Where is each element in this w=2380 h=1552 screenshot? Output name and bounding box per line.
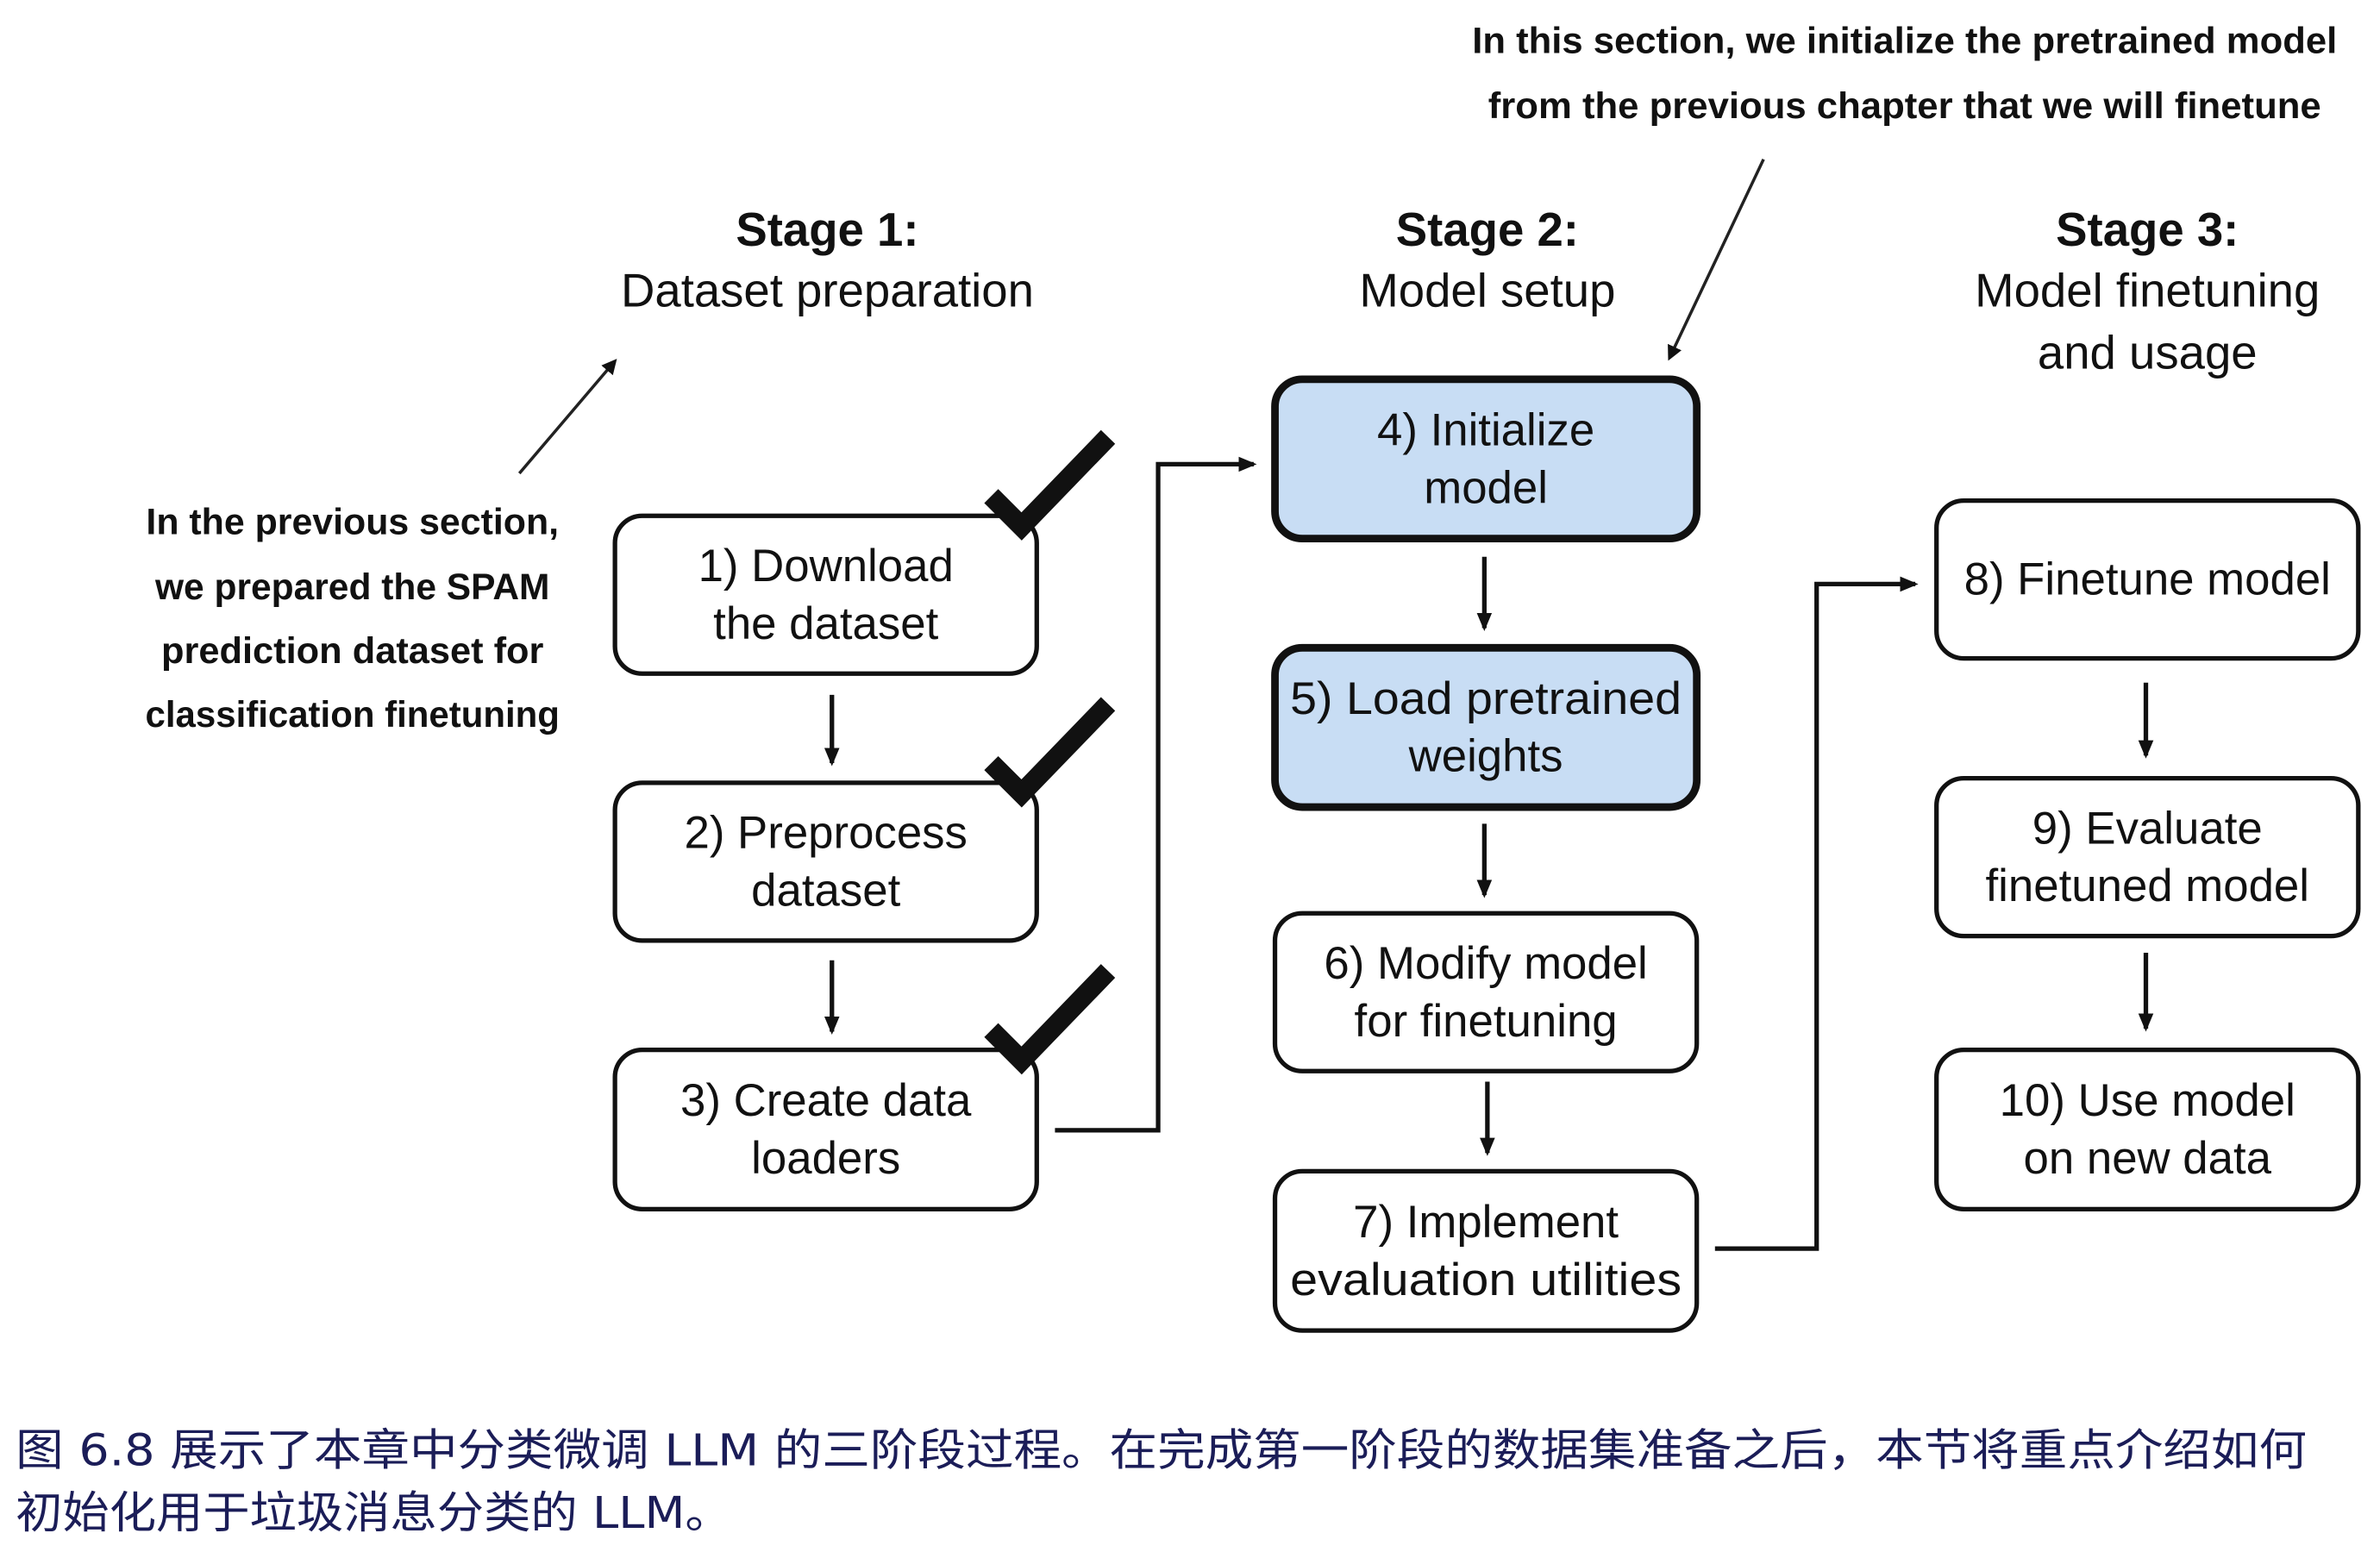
step-box-2: 2) Preprocess dataset xyxy=(612,697,1116,943)
step-label: dataset xyxy=(751,865,900,916)
step-box-6: 6) Modify model for finetuning xyxy=(1272,911,1700,1073)
stage-subtitle: Model finetuning xyxy=(1975,264,2320,316)
step-box-frame xyxy=(612,1047,1039,1211)
caption-line: 图 6.8 展示了本章中分类微调 LLM 的三阶段过程。在完成第一阶段的数据集准… xyxy=(16,1426,2307,1477)
step-box-frame xyxy=(1271,643,1701,811)
top-annotation: In this section, we initialize the pretr… xyxy=(1472,21,2337,361)
step-box-frame xyxy=(1272,1168,1700,1333)
step-label: 8) Finetune model xyxy=(1964,554,2331,605)
step-label: 10) Use model xyxy=(2000,1075,2295,1126)
step-box-frame xyxy=(612,780,1039,943)
step-label: loaders xyxy=(751,1133,900,1184)
stage-title: Stage 1: xyxy=(736,203,918,256)
figure-caption: 图 6.8 展示了本章中分类微调 LLM 的三阶段过程。在完成第一阶段的数据集准… xyxy=(16,1426,2307,1539)
step-label: 2) Preprocess xyxy=(684,808,967,859)
left-annotation-line: In the previous section, xyxy=(146,501,559,541)
step-box-frame xyxy=(1271,375,1701,543)
left-annotation-line: prediction dataset for xyxy=(161,630,543,671)
left-annotation-line: we prepared the SPAM xyxy=(154,566,549,607)
step-box-frame xyxy=(612,513,1039,676)
step-label: finetuned model xyxy=(1986,860,2310,911)
checkmark-icon xyxy=(984,429,1116,541)
arrow-7-to-8 xyxy=(1714,576,1919,1251)
checkmark-icon xyxy=(984,697,1116,808)
stage-2-heading: Stage 2: Model setup xyxy=(1359,203,1615,316)
step-label: 6) Modify model xyxy=(1324,938,1647,989)
top-annotation-line: In this section, we initialize the pretr… xyxy=(1472,21,2337,61)
stage-subtitle: Dataset preparation xyxy=(621,264,1034,316)
step-label: for finetuning xyxy=(1355,996,1618,1047)
step-label: 4) Initialize xyxy=(1377,404,1594,455)
left-annotation-pointer-arrow xyxy=(517,359,617,475)
stage-1-heading: Stage 1: Dataset preparation xyxy=(621,203,1034,316)
arrow-3-to-4 xyxy=(1055,456,1257,1133)
step-label: weights xyxy=(1408,731,1563,782)
step-box-8: 8) Finetune model xyxy=(1934,498,2361,661)
step-label: 5) Load pretrained xyxy=(1290,673,1682,724)
step-box-7: 7) Implement evaluation utilities xyxy=(1272,1168,1700,1333)
step-box-5: 5) Load pretrained weights xyxy=(1271,643,1701,811)
stage-title: Stage 3: xyxy=(2056,203,2239,256)
flow-arrows xyxy=(824,456,2154,1251)
step-label: 7) Implement xyxy=(1353,1197,1619,1248)
step-box-1: 1) Download the dataset xyxy=(612,429,1116,676)
step-label: model xyxy=(1424,462,1548,513)
step-box-frame xyxy=(1934,498,2361,661)
step-label: evaluation utilities xyxy=(1290,1255,1682,1305)
stage-3-heading: Stage 3: Model finetuning and usage xyxy=(1975,203,2320,379)
stage-subtitle: and usage xyxy=(2038,327,2258,379)
step-label: 9) Evaluate xyxy=(2032,803,2263,854)
left-annotation-line: classification finetuning xyxy=(146,694,560,735)
step-box-frame xyxy=(1934,776,2361,939)
step-label: the dataset xyxy=(713,598,938,649)
step-box-4: 4) Initialize model xyxy=(1271,375,1701,543)
top-annotation-line: from the previous chapter that we will f… xyxy=(1488,85,2321,126)
step-box-frame xyxy=(1934,1047,2361,1211)
step-box-frame xyxy=(1272,911,1700,1073)
step-box-10: 10) Use model on new data xyxy=(1934,1047,2361,1211)
step-label: 3) Create data xyxy=(680,1075,972,1126)
stage-title: Stage 2: xyxy=(1396,203,1579,256)
checkmark-icon xyxy=(984,964,1116,1075)
step-box-9: 9) Evaluate finetuned model xyxy=(1934,776,2361,939)
step-box-3: 3) Create data loaders xyxy=(612,964,1116,1211)
stage-subtitle: Model setup xyxy=(1359,264,1615,316)
caption-line: 初始化用于垃圾消息分类的 LLM。 xyxy=(16,1488,731,1539)
top-annotation-pointer-arrow xyxy=(1668,158,1765,361)
step-label: 1) Download xyxy=(698,541,954,591)
left-annotation: In the previous section, we prepared the… xyxy=(146,359,617,735)
step-label: on new data xyxy=(2024,1133,2272,1184)
